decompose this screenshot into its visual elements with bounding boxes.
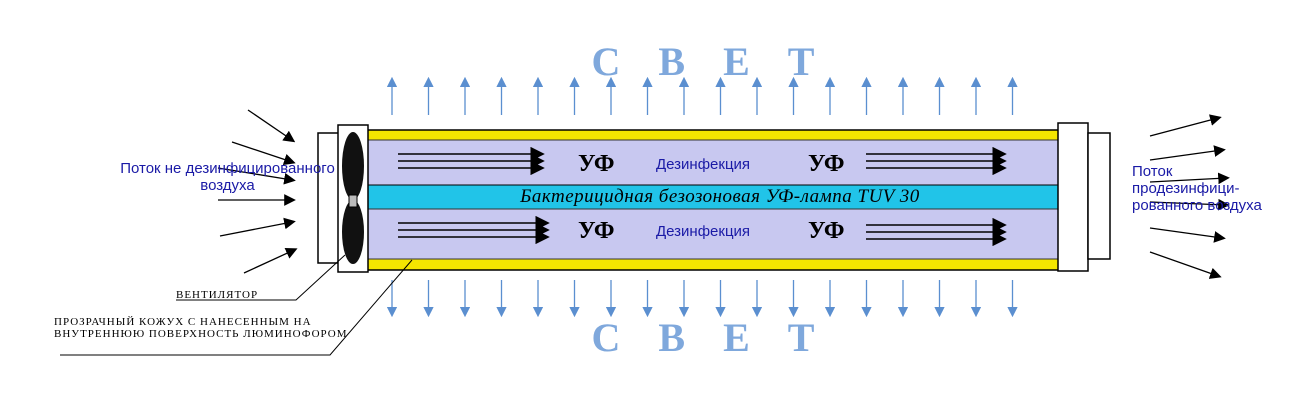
light-arrows-bottom — [386, 280, 1018, 318]
light-arrows-top — [386, 76, 1018, 115]
lower-uv-right: УФ — [808, 218, 845, 244]
upper-uv-left: УФ — [578, 151, 615, 177]
left-inlet-cap — [317, 132, 341, 264]
fan-label: ВЕНТИЛЯТОР — [176, 289, 259, 301]
lower-uv-left: УФ — [578, 218, 615, 244]
light-label-top: С В Е Т — [591, 39, 829, 84]
outflow-arrows — [1149, 114, 1230, 279]
right-end-cap — [1057, 122, 1089, 272]
fan-leader-line — [176, 254, 346, 301]
casing-leader-line — [60, 259, 413, 356]
lamp-label: Бактерицидная безозоновая УФ-лампа TUV 3… — [520, 186, 920, 207]
lower-flow-arrows-right — [866, 217, 1007, 247]
uv-lamp-tube — [367, 184, 1059, 210]
upper-disinfection-label: Дезинфекция — [656, 156, 751, 173]
casing-label: ПРОЗРАЧНЫЙ КОЖУХ С НАНЕСЕННЫМ НА ВНУТРЕН… — [54, 316, 348, 340]
inflow-arrows — [217, 109, 298, 274]
light-label-bottom: С В Е Т — [591, 315, 829, 360]
upper-uv-right: УФ — [808, 151, 845, 177]
lower-flow-arrows-left — [398, 215, 550, 245]
lower-disinfection-label: Дезинфекция — [656, 223, 751, 240]
upper-flow-arrows-left — [398, 146, 545, 176]
right-outlet-cap — [1087, 132, 1111, 260]
lower-air-channel — [367, 208, 1059, 260]
inflow-label: Поток не дезинфицированного воздуха — [120, 160, 335, 194]
upper-air-channel — [367, 139, 1059, 186]
upper-flow-arrows-right — [866, 146, 1007, 176]
fan-icon — [342, 132, 364, 264]
outflow-label: Поток продезинфици-рованного воздуха — [1132, 163, 1262, 214]
